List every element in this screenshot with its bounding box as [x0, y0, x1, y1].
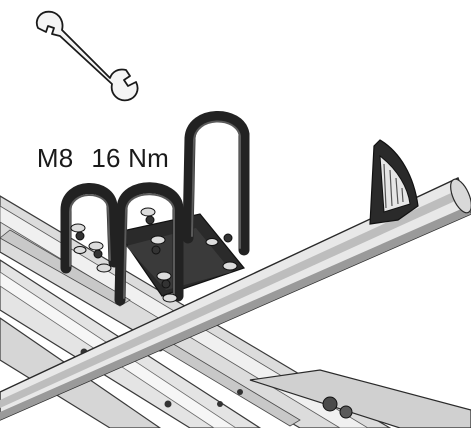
wrench-icon [35, 10, 139, 102]
fastener-set [70, 207, 238, 303]
rail-end [249, 369, 471, 428]
crossbar [0, 177, 471, 421]
bracket-loop-middle [114, 182, 184, 306]
bracket-loop-tall [182, 111, 250, 256]
bar-stop-bracket [369, 139, 419, 225]
torque-value-text: 16 Nm [91, 143, 169, 173]
torque-spec-label: M8 16 Nm [22, 112, 169, 174]
bolt-size-text: M8 [36, 143, 74, 173]
bracket-loop-left [60, 183, 120, 274]
